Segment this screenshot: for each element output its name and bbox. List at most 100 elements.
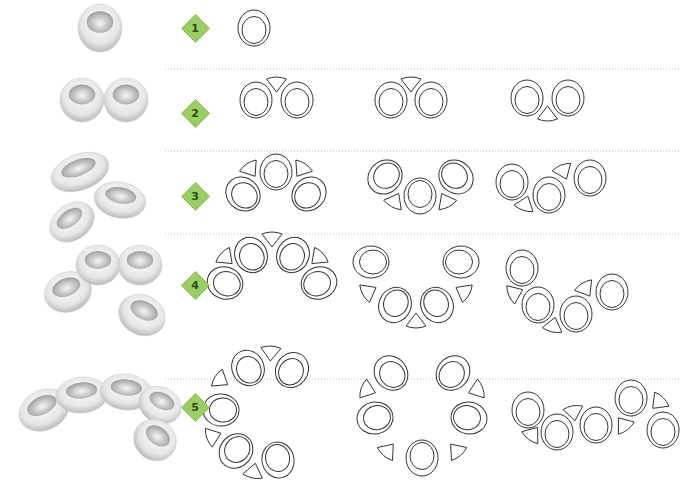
seat-arrangement — [511, 80, 584, 121]
wedge-table — [439, 194, 457, 210]
seat-outline — [259, 439, 298, 481]
seat-outline — [443, 246, 479, 278]
step-number: 2 — [181, 99, 210, 120]
seat-arrangement — [219, 154, 333, 218]
seat-arrangement — [512, 380, 679, 450]
seat-outline — [212, 427, 260, 475]
wedge-table — [216, 247, 232, 263]
wedge-table — [384, 194, 402, 210]
step-diamond: 3 — [181, 182, 210, 211]
seat-outline — [415, 282, 460, 328]
seat-outline — [367, 349, 415, 397]
seat-outline — [269, 346, 315, 393]
seat-outline — [560, 296, 592, 332]
seat-outline — [229, 232, 273, 278]
wedge-table — [653, 392, 669, 408]
render-seat — [104, 78, 148, 122]
seat-arrangement — [202, 345, 314, 481]
wedge-table — [507, 286, 523, 304]
wedge-table — [296, 160, 313, 176]
step-number: 4 — [181, 271, 210, 292]
seat-outline — [202, 393, 239, 427]
seat-arrangement — [240, 77, 313, 118]
seat-arrangement — [238, 10, 270, 46]
wedge-table — [205, 428, 221, 447]
wedge-table — [360, 285, 376, 302]
wedge-table — [261, 346, 281, 361]
step-diamond: 2 — [181, 99, 210, 128]
seat-outline — [449, 399, 490, 437]
wedge-table — [243, 463, 263, 478]
wedge-table — [377, 444, 393, 460]
seat-outline — [522, 287, 554, 323]
render-3d — [12, 4, 188, 469]
seat-outline — [432, 153, 480, 201]
seat-arrangement — [353, 246, 479, 328]
seat-outline — [285, 170, 333, 218]
seat-outline — [511, 80, 543, 116]
step-number: 1 — [181, 14, 210, 35]
render-seat — [118, 245, 162, 285]
seat-outline — [574, 160, 606, 196]
seat-outline — [219, 170, 267, 218]
render-seat — [78, 4, 122, 52]
seat-outline — [533, 177, 565, 213]
render-seat — [76, 245, 120, 285]
wedge-table — [522, 427, 538, 443]
seat-outline — [496, 164, 528, 200]
seat-arrangement — [203, 232, 342, 304]
seat-outline — [415, 82, 447, 118]
render-seat — [60, 78, 104, 122]
seat-outline — [281, 82, 313, 118]
seat-outline — [361, 153, 409, 201]
seat-arrangement — [355, 349, 490, 476]
seat-outline — [406, 440, 438, 476]
wedge-table — [360, 379, 376, 398]
step-diamond: 5 — [181, 393, 210, 422]
seat-outline — [238, 10, 270, 46]
seat-outline — [297, 262, 342, 304]
seat-outline — [404, 178, 436, 214]
wedge-table — [552, 163, 570, 179]
seat-arrangement — [506, 250, 628, 333]
seat-outline — [512, 392, 544, 428]
seat-arrangement — [361, 153, 480, 214]
seat-outline — [375, 82, 407, 118]
step-diamond: 4 — [181, 271, 210, 300]
wedge-table — [575, 280, 592, 296]
seat-arrangement — [375, 77, 447, 118]
seat-outline — [240, 82, 272, 118]
seat-outline — [260, 154, 292, 190]
wedge-table — [451, 444, 467, 460]
render-seat — [91, 178, 148, 222]
wedge-table — [262, 232, 282, 247]
seat-outline — [429, 349, 477, 397]
render-seat — [112, 287, 172, 344]
seat-outline — [615, 380, 647, 416]
step-number: 5 — [181, 393, 210, 414]
seat-outline — [596, 274, 628, 310]
seat-outline — [353, 246, 389, 278]
render-seat — [126, 411, 185, 469]
wedge-table — [406, 313, 426, 328]
seat-arrangement — [496, 160, 606, 213]
seat-outline — [541, 414, 573, 450]
step-diamond: 1 — [181, 14, 210, 43]
render-seat — [42, 193, 102, 250]
step-number: 3 — [181, 182, 210, 203]
seat-outline — [580, 407, 612, 443]
row-separator — [165, 69, 680, 379]
plan-outline — [202, 10, 679, 481]
wedge-table — [456, 285, 472, 302]
wedge-table — [211, 369, 227, 386]
wedge-table — [312, 247, 328, 263]
wedge-table — [618, 418, 634, 434]
seat-outline — [226, 345, 270, 391]
seat-outline — [552, 80, 584, 116]
wedge-table — [469, 379, 485, 398]
seat-outline — [647, 412, 679, 448]
seat-outline — [506, 250, 538, 286]
